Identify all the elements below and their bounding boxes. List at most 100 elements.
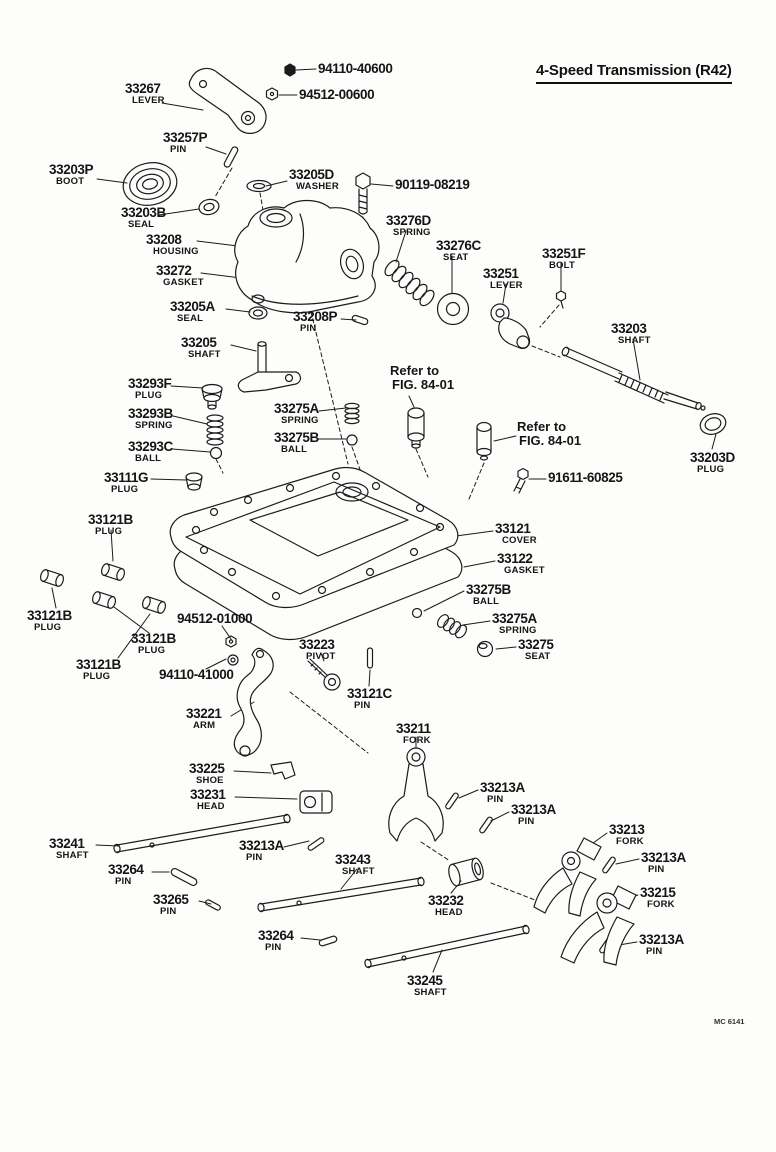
part-label-90119-08219: 90119-08219: [395, 177, 470, 192]
part-94512-00600-bolt-drawing: [265, 87, 279, 101]
part-number: 33231: [190, 787, 226, 802]
part-33203p-boot-drawing: [122, 162, 178, 206]
part-33293f-plug-drawing: [201, 383, 223, 410]
part-number: 33211: [396, 721, 431, 736]
part-33251f-bolt-drawing: [555, 290, 567, 309]
part-33275-seat-drawing: [476, 640, 494, 658]
part-desc: FORK: [647, 899, 675, 911]
part-number: 33203D: [690, 450, 735, 465]
part-desc: HOUSING: [153, 246, 199, 258]
part-number: Refer to: [517, 419, 567, 434]
part-number: 33213: [609, 822, 645, 837]
part-number: 33293B: [128, 406, 173, 421]
part-desc: PIN: [160, 906, 177, 918]
part-33232-head-drawing: [448, 857, 484, 887]
part-number: 33293C: [128, 439, 173, 454]
part-33275a-spring-left-drawing: [344, 402, 360, 425]
part-desc: PIN: [170, 144, 187, 156]
part-number: 33203P: [49, 162, 94, 177]
part-33203d-plug-drawing: [699, 413, 727, 435]
part-number: 33275B: [466, 582, 511, 597]
part-number: 33276C: [436, 238, 481, 253]
part-number: 33251F: [542, 246, 586, 261]
part-desc: BOLT: [549, 260, 575, 272]
part-desc: PIN: [354, 700, 371, 712]
part-number: 33241: [49, 836, 85, 851]
part-label-94110-40600: 94110-40600: [318, 61, 393, 76]
part-desc: PLUG: [83, 671, 111, 683]
part-number: 33121: [495, 521, 531, 536]
part-number: 33275: [518, 637, 554, 652]
part-desc: SHAFT: [618, 335, 651, 347]
part-desc: SEAT: [443, 252, 469, 264]
part-number: 33232: [428, 893, 464, 908]
part-33213-fork-drawing: [533, 837, 602, 917]
part-desc: BALL: [473, 596, 500, 608]
part-desc: PIN: [518, 816, 535, 828]
part-desc: SPRING: [135, 420, 173, 432]
part-desc: SPRING: [281, 415, 319, 427]
part-number: 33203: [611, 321, 647, 336]
part-33221-arm-drawing: [233, 647, 274, 757]
part-91611-60825-bolt-drawing: [513, 467, 529, 494]
part-desc: SEAL: [128, 219, 155, 231]
part-number: 33225: [189, 761, 225, 776]
part-33225-shoe-drawing: [270, 761, 296, 780]
part-desc: ARM: [193, 720, 216, 732]
detent-plug-fig8401-a-drawing: [407, 407, 425, 449]
part-number: 33272: [156, 263, 192, 278]
part-number: 33267: [125, 81, 161, 96]
part-desc: PLUG: [95, 526, 123, 538]
part-desc: BALL: [135, 453, 162, 465]
part-desc: FIG. 84-01: [392, 376, 455, 392]
part-number: 33243: [335, 852, 371, 867]
doc-code: MC 6141: [714, 1017, 745, 1026]
detent-plug-fig8401-b-drawing: [476, 421, 492, 461]
part-desc: PLUG: [135, 390, 163, 402]
part-desc: FORK: [403, 735, 431, 747]
part-number: 91611-60825: [548, 470, 623, 485]
part-label-94512-01000: 94512-01000: [177, 611, 253, 626]
part-desc: PLUG: [138, 645, 166, 657]
part-desc: SHAFT: [56, 850, 89, 862]
part-desc: FIG. 84-01: [519, 432, 582, 448]
part-desc: PLUG: [697, 464, 725, 476]
part-number: 33213A: [641, 850, 686, 865]
part-number: 33213A: [480, 780, 525, 795]
part-33203-shaft-drawing: [561, 346, 706, 411]
part-number: 33121B: [88, 512, 133, 527]
part-33264-pin-drawings: [170, 867, 338, 947]
part-number: 33257P: [163, 130, 208, 145]
part-33241-shaft-drawing: [113, 813, 291, 854]
part-33276d-spring-drawing: [384, 259, 435, 307]
part-number: 33213A: [511, 802, 556, 817]
part-number: 90119-08219: [395, 177, 470, 192]
part-desc: PIN: [648, 864, 665, 876]
part-number: 33276D: [386, 213, 431, 228]
part-33121b-plug-drawings: [39, 563, 167, 614]
part-desc: PIN: [246, 852, 263, 864]
